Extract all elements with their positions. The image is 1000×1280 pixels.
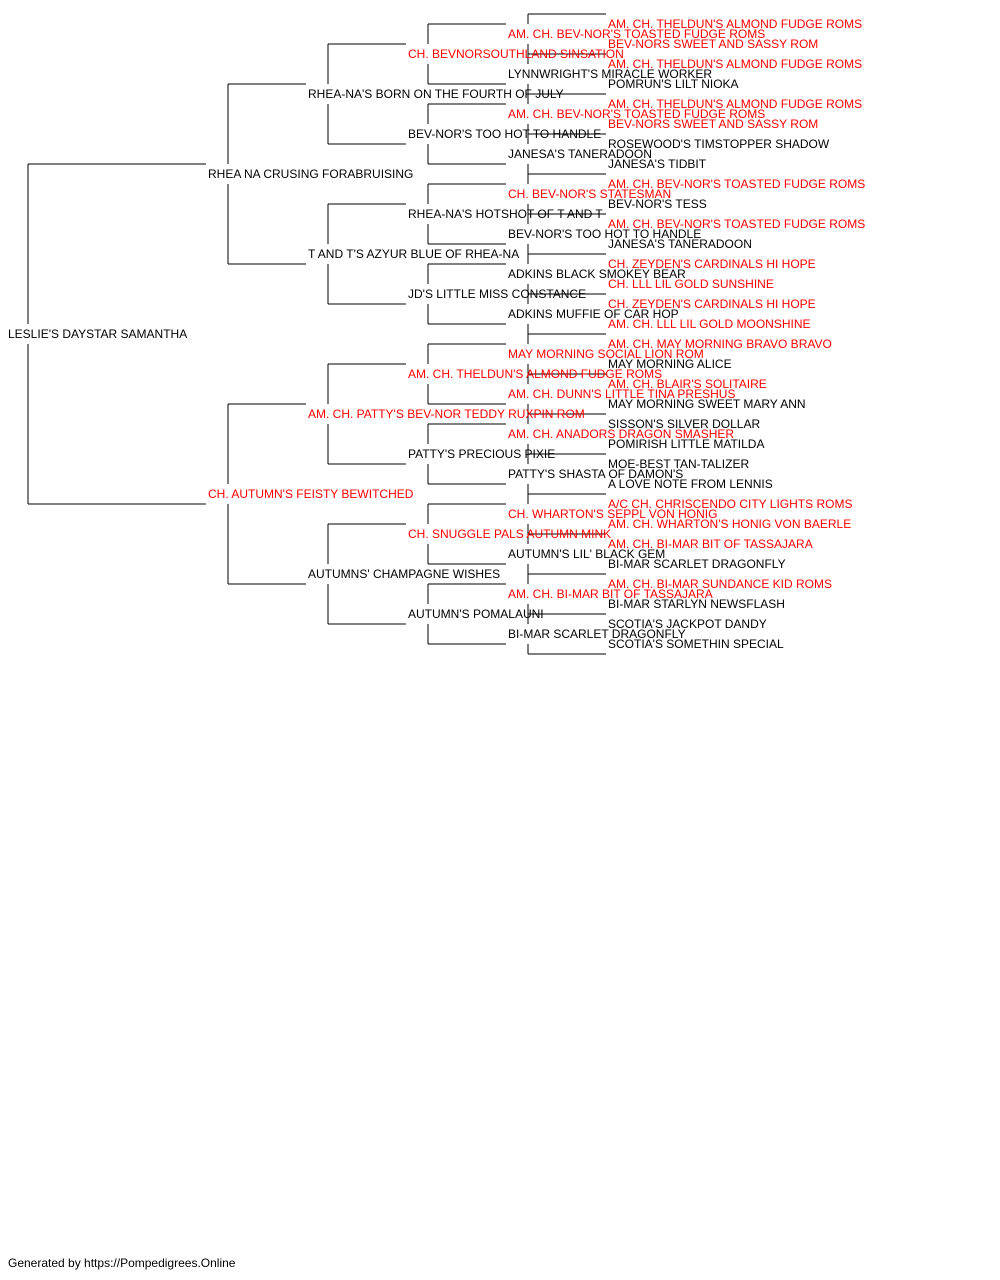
ancestor-name: RHEA-NA'S BORN ON THE FOURTH OF JULY xyxy=(308,87,564,101)
ancestor-name: POMIRISH LITTLE MATILDA xyxy=(608,437,764,451)
ancestor-name: AM. CH. BI-MAR BIT OF TASSAJARA xyxy=(608,537,813,551)
ancestor-name: AM. CH. ANADORS DRAGON SMASHER xyxy=(508,427,734,441)
ancestor-name: BEV-NORS SWEET AND SASSY ROM xyxy=(608,117,818,131)
ancestor-name: CH. BEV-NOR'S STATESMAN xyxy=(508,187,671,201)
ancestor-name: A/C CH. CHRISCENDO CITY LIGHTS ROMS xyxy=(608,497,852,511)
ancestor-name: ROSEWOOD'S TIMSTOPPER SHADOW xyxy=(608,137,830,151)
ancestor-name: AM. CH. BEV-NOR'S TOASTED FUDGE ROMS xyxy=(508,27,765,41)
ancestor-name: AM. CH. THELDUN'S ALMOND FUDGE ROMS xyxy=(608,57,862,71)
ancestor-name: CH. ZEYDEN'S CARDINALS HI HOPE xyxy=(608,257,816,271)
ancestor-name: BI-MAR STARLYN NEWSFLASH xyxy=(608,597,785,611)
ancestor-name: AM. CH. BLAIR'S SOLITAIRE xyxy=(608,377,767,391)
ancestor-name: JANESA'S TANERADOON xyxy=(608,237,752,251)
ancestor-name: CH. AUTUMN'S FEISTY BEWITCHED xyxy=(208,487,414,501)
ancestor-name: SISSON'S SILVER DOLLAR xyxy=(608,417,760,431)
ancestor-name: CH. BEVNORSOUTHLAND SINSATION xyxy=(408,47,624,61)
ancestor-name: AUTUMN'S LIL' BLACK GEM xyxy=(508,547,665,561)
ancestor-name: CH. WHARTON'S SEPPL VON HONIG xyxy=(508,507,717,521)
ancestor-name: AM. CH. BEV-NOR'S TOASTED FUDGE ROMS xyxy=(508,107,765,121)
connector-lines xyxy=(27,13,606,655)
ancestor-name: AM. CH. DUNN'S LITTLE TINA PRESHUS xyxy=(508,387,735,401)
ancestor-name: AM. CH. MAY MORNING BRAVO BRAVO xyxy=(608,337,832,351)
ancestor-name: AUTUMNS' CHAMPAGNE WISHES xyxy=(308,567,500,581)
ancestor-name: AM. CH. THELDUN'S ALMOND FUDGE ROMS xyxy=(608,97,862,111)
ancestor-name: BEV-NOR'S TESS xyxy=(608,197,707,211)
ancestor-name: AM. CH. THELDUN'S ALMOND FUDGE ROMS xyxy=(408,367,662,381)
ancestor-name: RHEA NA CRUSING FORABRUISING xyxy=(208,167,413,181)
footer-credit: Generated by https://Pompedigrees.Online xyxy=(8,1256,236,1270)
ancestor-name: MAY MORNING ALICE xyxy=(608,357,732,371)
ancestor-name: SCOTIA'S JACKPOT DANDY xyxy=(608,617,767,631)
ancestor-name: JANESA'S TIDBIT xyxy=(608,157,707,171)
ancestor-name: PATTY'S PRECIOUS PIXIE xyxy=(408,447,555,461)
ancestor-name: AM. CH. BI-MAR SUNDANCE KID ROMS xyxy=(608,577,832,591)
ancestor-name: RHEA-NA'S HOTSHOT OF T AND T xyxy=(408,207,603,221)
ancestor-name: AM. CH. BEV-NOR'S TOASTED FUDGE ROMS xyxy=(608,217,865,231)
ancestor-name: AM. CH. BEV-NOR'S TOASTED FUDGE ROMS xyxy=(608,177,865,191)
ancestor-name: BEV-NOR'S TOO HOT TO HANDLE xyxy=(508,227,701,241)
ancestor-name: CH. LLL LIL GOLD SUNSHINE xyxy=(608,277,774,291)
ancestor-labels: LESLIE'S DAYSTAR SAMANTHA RHEA NA CRUSING… xyxy=(8,17,865,651)
ancestor-name: MAY MORNING SOCIAL LION ROM xyxy=(508,347,704,361)
ancestor-name: JANESA'S TANERADOON xyxy=(508,147,652,161)
ancestor-name: ADKINS BLACK SMOKEY BEAR xyxy=(508,267,686,281)
ancestor-name: JD'S LITTLE MISS CONSTANCE xyxy=(408,287,586,301)
ancestor-name: AM. CH. THELDUN'S ALMOND FUDGE ROMS xyxy=(608,17,862,31)
ancestor-name: BI-MAR SCARLET DRAGONFLY xyxy=(508,627,686,641)
ancestor-name: PATTY'S SHASTA OF DAMON'S xyxy=(508,467,683,481)
ancestor-name: MAY MORNING SWEET MARY ANN xyxy=(608,397,806,411)
ancestor-name: POMRUN'S LILT NIOKA xyxy=(608,77,739,91)
ancestor-name: LYNNWRIGHT'S MIRACLE WORKER xyxy=(508,67,712,81)
ancestor-name: CH. SNUGGLE PALS AUTUMN MINK xyxy=(408,527,611,541)
ancestor-name: BI-MAR SCARLET DRAGONFLY xyxy=(608,557,786,571)
ancestor-name: BEV-NOR'S TOO HOT TO HANDLE xyxy=(408,127,601,141)
ancestor-name: A LOVE NOTE FROM LENNIS xyxy=(608,477,773,491)
ancestor-name: AUTUMN'S POMALAUNI xyxy=(408,607,544,621)
ancestor-name: AM. CH. LLL LIL GOLD MOONSHINE xyxy=(608,317,811,331)
ancestor-name: AM. CH. PATTY'S BEV-NOR TEDDY RUXPIN ROM xyxy=(308,407,585,421)
ancestor-name: CH. ZEYDEN'S CARDINALS HI HOPE xyxy=(608,297,816,311)
subject-name: LESLIE'S DAYSTAR SAMANTHA xyxy=(8,327,187,341)
ancestor-name: MOE-BEST TAN-TALIZER xyxy=(608,457,749,471)
ancestor-name: SCOTIA'S SOMETHIN SPECIAL xyxy=(608,637,784,651)
ancestor-name: ADKINS MUFFIE OF CAR HOP xyxy=(508,307,679,321)
ancestor-name: T AND T'S AZYUR BLUE OF RHEA-NA xyxy=(308,247,519,261)
ancestor-name: AM. CH. WHARTON'S HONIG VON BAERLE xyxy=(608,517,851,531)
ancestor-name: BEV-NORS SWEET AND SASSY ROM xyxy=(608,37,818,51)
ancestor-name: AM. CH. BI-MAR BIT OF TASSAJARA xyxy=(508,587,713,601)
